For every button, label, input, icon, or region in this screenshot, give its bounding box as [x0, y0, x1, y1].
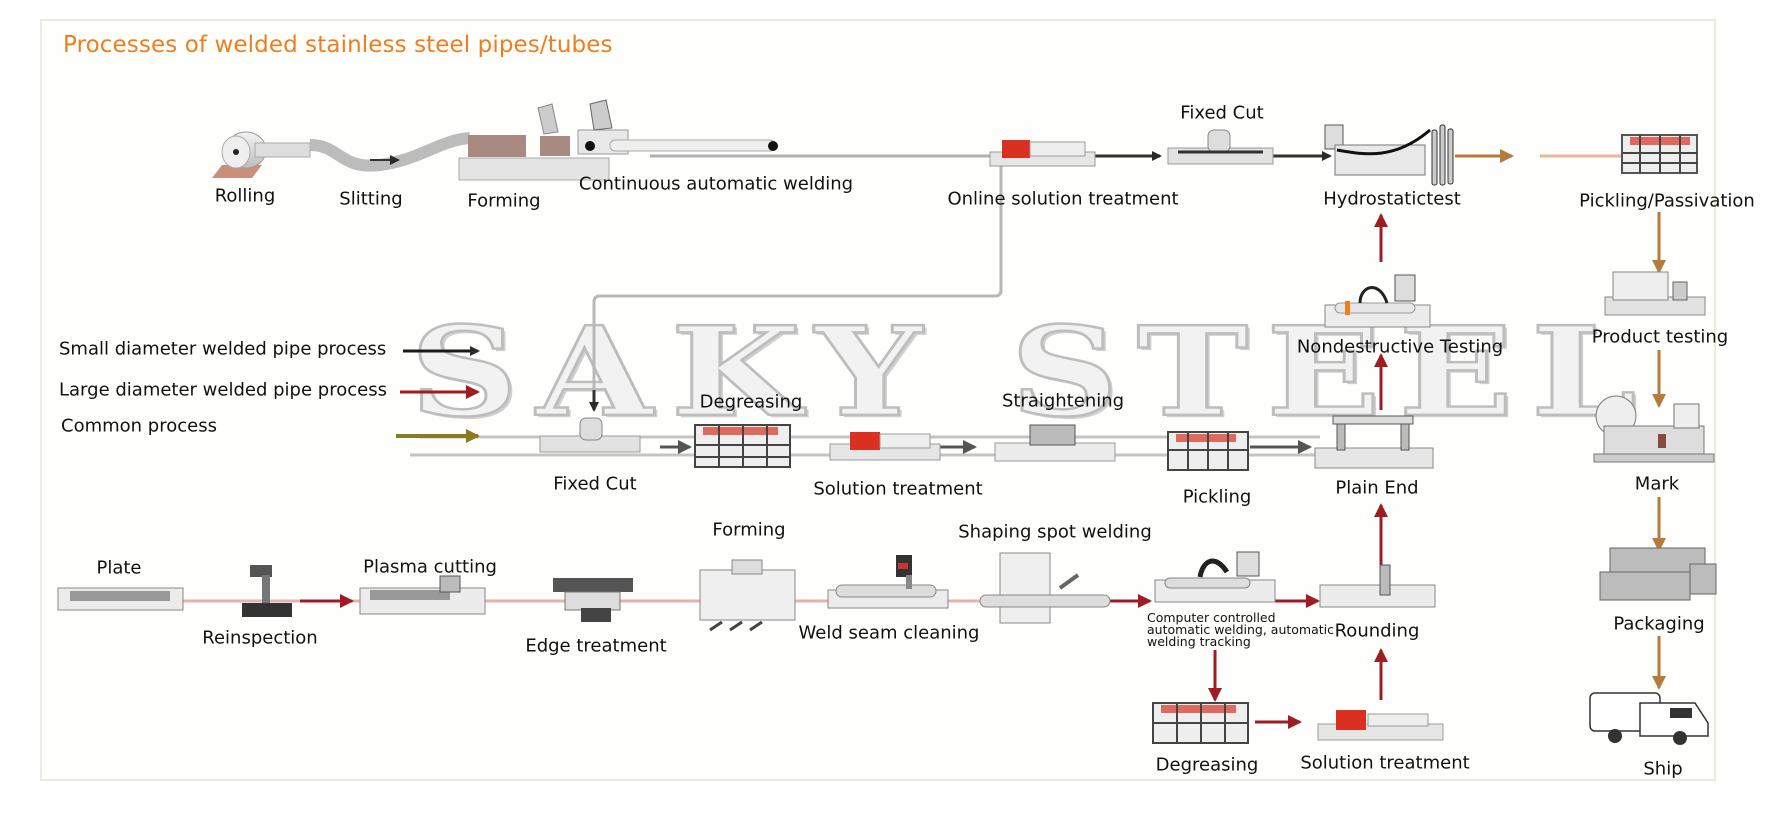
edge-milling-icon — [553, 578, 633, 622]
legend-small-diameter: Small diameter welded pipe process — [59, 338, 387, 360]
inspection-microscope-icon — [242, 565, 292, 617]
step-reinspection: Reinspection — [202, 627, 318, 649]
robot-welder-icon — [1154, 551, 1276, 603]
plasma-cutter-icon — [359, 575, 486, 615]
coil-roll-icon — [212, 131, 311, 178]
degreasing-tank-icon — [1152, 702, 1249, 744]
step-packaging: Packaging — [1613, 613, 1705, 635]
cutting-machine-icon — [1167, 129, 1274, 165]
step-straightening: Straightening — [1001, 390, 1125, 412]
furnace-icon — [829, 432, 941, 461]
step-product-testing: Product testing — [1591, 326, 1729, 348]
step-forming-large: Forming — [712, 519, 786, 541]
step-solution-mid: Solution treatment — [813, 478, 983, 500]
ndt-scanner-icon — [1324, 274, 1431, 328]
hydrostatic-tester-icon — [1324, 124, 1454, 186]
step-degreasing-bottom: Degreasing — [1155, 754, 1259, 776]
step-pickling: Pickling — [1182, 486, 1252, 508]
press-brake-icon — [699, 559, 796, 632]
welding-machine-icon — [577, 99, 778, 155]
step-edge-treatment: Edge treatment — [525, 635, 667, 657]
truck-icon — [1589, 692, 1709, 745]
step-ndt: Nondestructive Testing — [1296, 336, 1504, 358]
diagram-title: Processes of welded stainless steel pipe… — [63, 32, 613, 58]
step-fixed-cut-mid: Fixed Cut — [553, 473, 637, 495]
furnace-icon — [989, 140, 1096, 167]
step-rounding: Rounding — [1334, 620, 1420, 642]
strip-slitting-icon — [309, 132, 471, 172]
degreasing-tank-icon — [694, 424, 791, 468]
machine-icons — [57, 99, 1717, 745]
step-plain-end: Plain End — [1335, 477, 1419, 499]
connector-online-drop — [592, 165, 1003, 408]
step-plate: Plate — [96, 557, 142, 579]
step-plasma-cutting: Plasma cutting — [363, 556, 497, 578]
step-hydrostatic: Hydrostatictest — [1323, 188, 1461, 210]
step-solution-bottom: Solution treatment — [1300, 752, 1470, 774]
step-slitting: Slitting — [339, 188, 403, 210]
step-continuous-welding: Continuous automatic welding — [578, 173, 854, 195]
legend-arrows — [396, 346, 480, 443]
straightener-icon — [994, 424, 1116, 462]
step-degreasing-mid: Degreasing — [699, 391, 803, 413]
acid-tank-icon — [1167, 431, 1249, 471]
end-facing-machine-icon — [1314, 415, 1434, 469]
seam-cleaner-icon — [827, 555, 949, 609]
cutting-machine-icon — [539, 417, 641, 453]
step-shaping-spot-welding: Shaping spot welding — [958, 521, 1152, 543]
pipe-bundle-icon — [1599, 547, 1717, 601]
furnace-icon — [1317, 710, 1444, 741]
step-forming: Forming — [467, 190, 541, 212]
step-weld-seam-cleaning: Weld seam cleaning — [798, 622, 980, 644]
step-fixed-cut-top: Fixed Cut — [1180, 102, 1264, 124]
step-ship: Ship — [1643, 758, 1683, 780]
watermark: SAKY STEEL — [408, 299, 1655, 446]
roll-forming-icon — [458, 103, 610, 181]
steel-plate-icon — [57, 587, 184, 611]
step-mark: Mark — [1634, 473, 1680, 495]
step-computer-welding: Computer controlled automatic welding, a… — [1147, 610, 1334, 649]
step-rolling: Rolling — [214, 185, 276, 207]
rounding-machine-icon — [1319, 564, 1436, 608]
step-online-solution: Online solution treatment — [947, 188, 1179, 210]
acid-tank-icon — [1621, 134, 1698, 174]
spot-welder-icon — [979, 552, 1111, 624]
step-pickling-passivation: Pickling/Passivation — [1579, 190, 1755, 212]
legend-common: Common process — [61, 415, 217, 437]
legend-large-diameter: Large diameter welded pipe process — [59, 379, 387, 401]
marking-machine-icon — [1593, 395, 1715, 463]
testing-machine-icon — [1604, 271, 1706, 316]
